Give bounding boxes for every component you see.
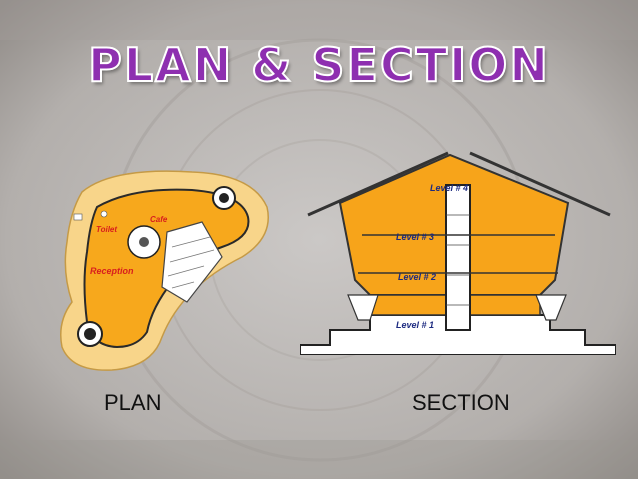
section-floor-lines xyxy=(358,234,558,274)
floor-plan-drawing: Toilet Cafe Reception xyxy=(60,170,269,371)
section-level-4: Level # 4 xyxy=(430,183,468,193)
section-roof-right xyxy=(469,151,611,217)
plan-toilet-fixture xyxy=(73,213,83,221)
section-caption: SECTION xyxy=(412,390,510,415)
plan-label-reception: Reception xyxy=(90,266,134,276)
plan-caption: PLAN xyxy=(104,390,162,415)
section-support-right xyxy=(535,294,567,321)
plan-label-cafe: Cafe xyxy=(150,215,168,224)
section-level-2: Level # 2 xyxy=(398,272,436,282)
building-section-drawing: Level # 4 Level # 3 Level # 2 Level # 1 xyxy=(300,151,616,355)
slide-title: PLAN & SECTION xyxy=(87,37,550,93)
plan-label-toilet: Toilet xyxy=(96,225,117,234)
section-level-1: Level # 1 xyxy=(396,320,434,330)
section-support-left xyxy=(347,294,379,321)
section-level-3: Level # 3 xyxy=(396,232,434,242)
section-core-shaft xyxy=(445,184,471,331)
section-ground xyxy=(300,314,616,355)
plan-stair-block xyxy=(161,221,223,303)
section-roof-left xyxy=(307,151,449,217)
